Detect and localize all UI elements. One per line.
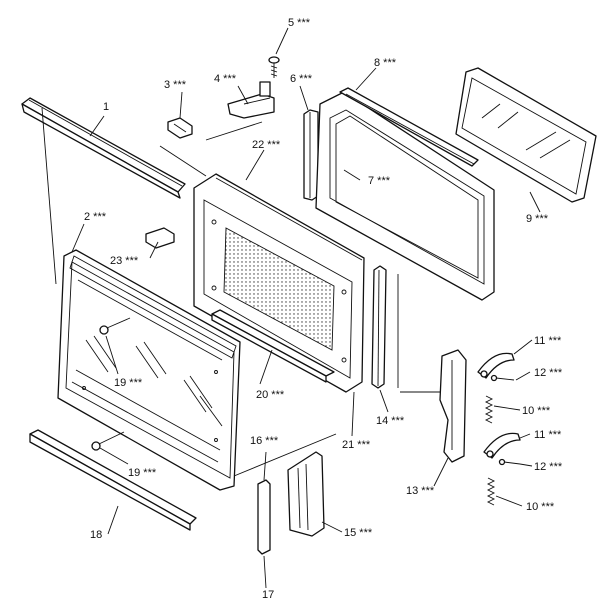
callout-labels: 1 2 *** 3 *** 4 *** 5 *** 6 *** 7 *** 8 … <box>84 17 563 601</box>
callout-3: 3 *** <box>164 79 187 91</box>
callout-10b: 10 *** <box>526 501 555 513</box>
callout-5: 5 *** <box>288 17 311 29</box>
part-3-bracket <box>167 117 193 139</box>
part-8-top-frame-strip <box>339 87 479 167</box>
part-10-spring-lower <box>486 477 496 506</box>
part-20-bottom-strip <box>211 309 335 383</box>
part-11-hinge-cover-lower <box>483 432 521 459</box>
part-15-side-bracket <box>287 451 325 537</box>
callout-2: 2 *** <box>84 211 107 223</box>
part-21-edge-strip <box>371 265 387 389</box>
part-6-side-strip <box>303 109 319 201</box>
callout-12b: 12 *** <box>534 461 563 473</box>
callout-8: 8 *** <box>374 57 397 69</box>
callout-11a: 11 *** <box>534 335 562 347</box>
callout-4: 4 *** <box>214 73 237 85</box>
callout-1: 1 <box>103 101 109 113</box>
callout-20: 20 *** <box>256 389 285 401</box>
callout-21: 21 *** <box>342 439 371 451</box>
callout-22: 22 *** <box>252 139 281 151</box>
callout-10a: 10 *** <box>522 405 551 417</box>
callout-19b: 19 *** <box>128 467 157 479</box>
callout-15: 15 *** <box>344 527 373 539</box>
callout-6: 6 *** <box>290 73 313 85</box>
part-18-bottom-trim <box>29 429 197 531</box>
part-16-small-strip <box>257 479 271 555</box>
callout-16: 16 *** <box>250 435 279 447</box>
callout-13: 13 *** <box>406 485 435 497</box>
part-12-pin-lower <box>498 458 521 466</box>
callout-11b: 11 *** <box>534 429 562 441</box>
part-2-outer-door-panel <box>57 249 241 491</box>
part-19-screw-upper <box>99 317 131 335</box>
part-13-hinge-arm <box>439 349 467 463</box>
part-19-screw-lower <box>91 431 125 451</box>
callout-23: 23 *** <box>110 255 139 267</box>
part-10-spring-upper <box>484 395 494 424</box>
part-4-hinge-bracket <box>227 81 275 119</box>
part-1-top-trim <box>21 97 186 199</box>
callout-7: 7 *** <box>368 175 391 187</box>
callout-14: 14 *** <box>376 415 405 427</box>
part-9-glass-pane <box>455 67 597 203</box>
callout-9: 9 *** <box>526 213 549 225</box>
callout-17: 17 <box>262 589 274 601</box>
callout-18: 18 <box>90 529 102 541</box>
part-11-hinge-cover-upper <box>477 352 515 379</box>
callout-19a: 19 *** <box>114 377 143 389</box>
callout-12a: 12 *** <box>534 367 563 379</box>
part-12-pin-upper <box>490 374 515 382</box>
part-22-inner-door-frame <box>193 173 365 393</box>
part-23-clip <box>145 227 175 249</box>
leader-lines <box>41 27 541 589</box>
part-5-screw <box>268 56 280 78</box>
